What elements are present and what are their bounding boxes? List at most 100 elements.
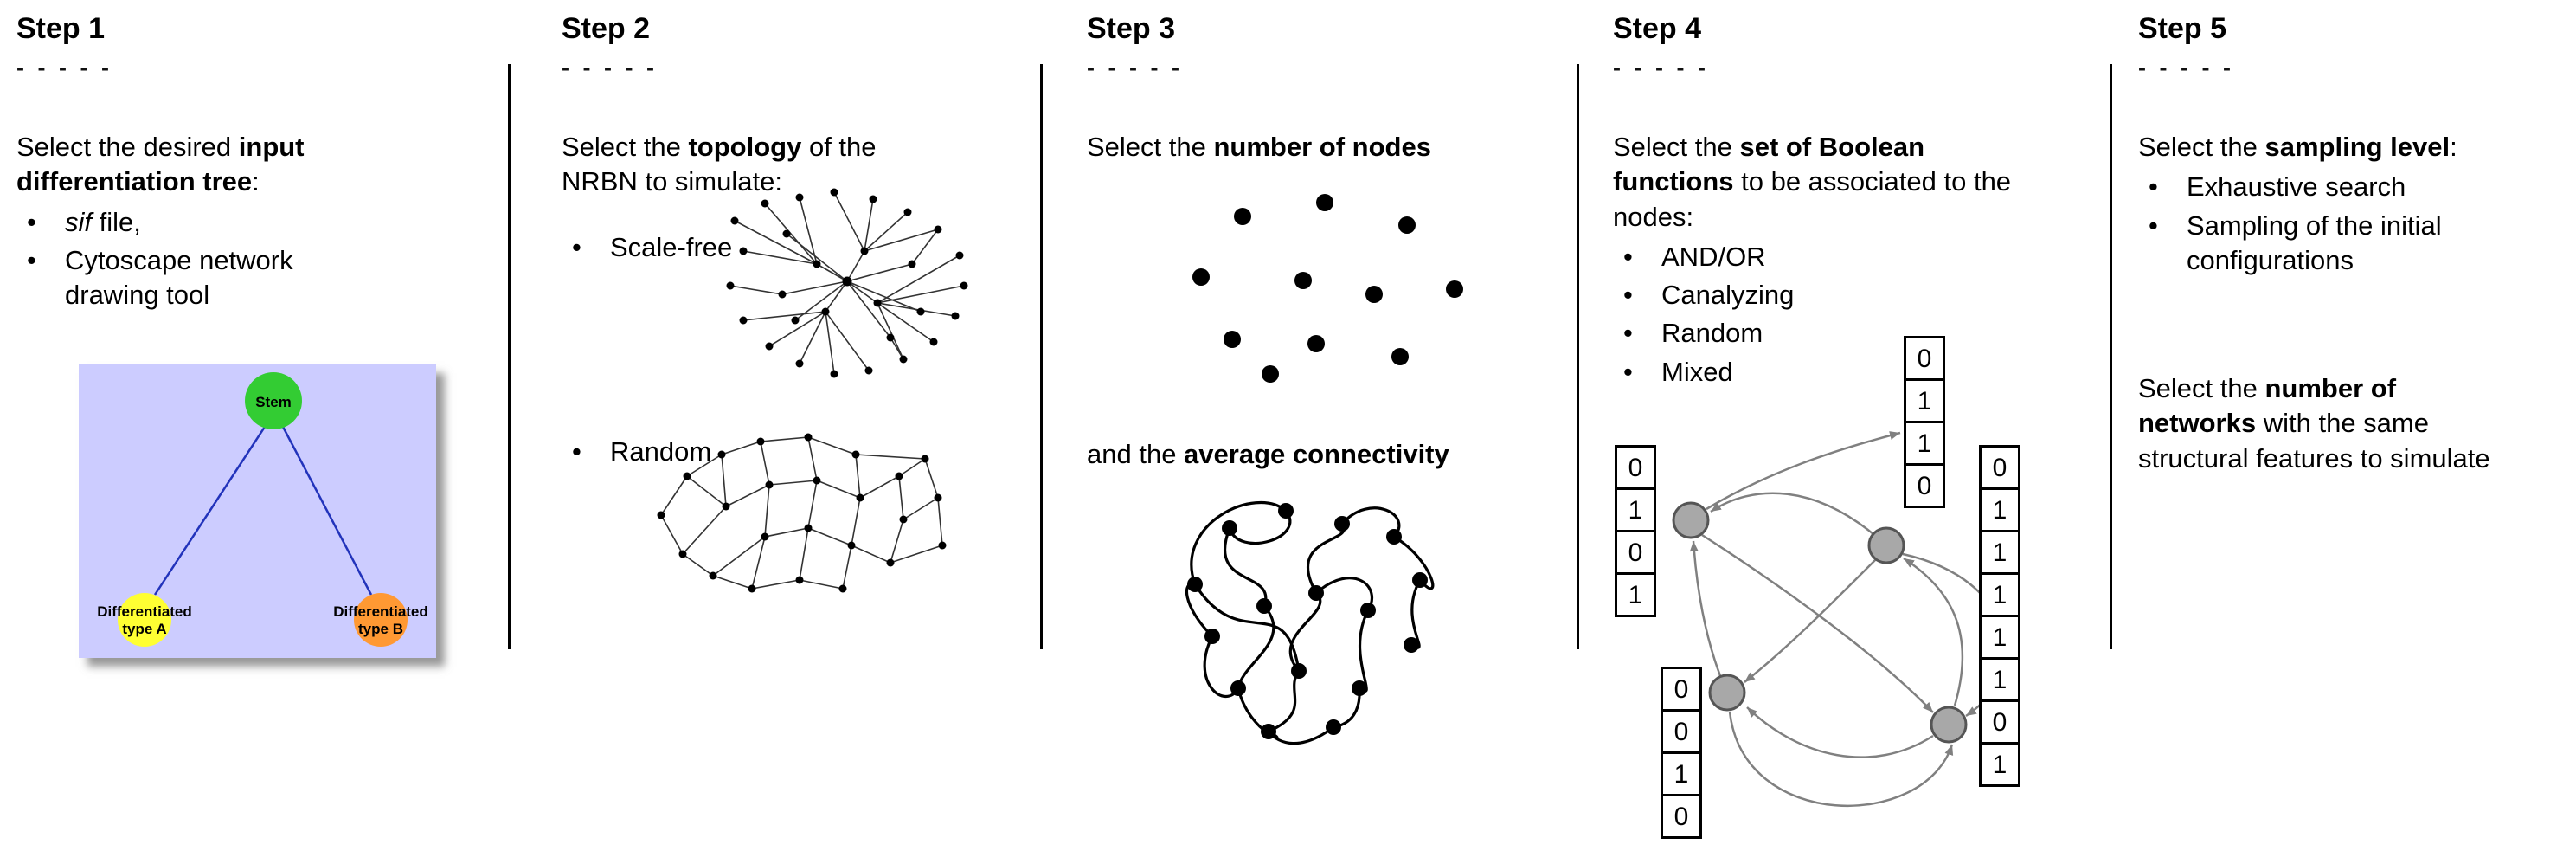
connectivity-heading: and the average connectivity xyxy=(1087,439,1449,469)
stem-node xyxy=(245,372,302,430)
step-title: Step 1 xyxy=(16,12,106,45)
step-4-bullet-list: AND/OR Canalyzing Random Mixed xyxy=(1613,240,2110,390)
truth-table-cell: 0 xyxy=(1661,709,1702,754)
bullet-text: Mixed xyxy=(1661,356,1733,387)
column-divider xyxy=(1040,64,1043,649)
step-intro: Select the sampling level: xyxy=(2138,132,2457,162)
step-3-column: Step 3 - - - - - Select the number of no… xyxy=(1087,0,1577,851)
step-intro: Select the desired input differentiation… xyxy=(16,132,305,197)
step-title: Step 4 xyxy=(1613,12,1702,45)
boolean-node xyxy=(1930,706,1968,744)
network-nodes xyxy=(1672,501,1968,744)
truth-table-bottom-left: 0 0 1 0 xyxy=(1661,667,1702,839)
truth-table-cell: 1 xyxy=(1979,530,2020,575)
truth-table-cell: 1 xyxy=(1615,487,1656,532)
step-2-column: Step 2 - - - - - Select the topology of … xyxy=(562,0,1040,851)
step-dashes: - - - - - xyxy=(1613,55,1709,81)
truth-table-cell: 1 xyxy=(1904,421,1945,466)
truth-table-cell: 1 xyxy=(1661,751,1702,796)
truth-table-cell: 0 xyxy=(1615,530,1656,575)
truth-table-cell: 0 xyxy=(1615,445,1656,490)
step-1-bullet-list: sif file, Cytoscape network drawing tool xyxy=(16,205,501,313)
tangle-nodes xyxy=(1187,503,1428,739)
truth-table-cell: 1 xyxy=(1979,487,2020,532)
random-nodes xyxy=(657,433,947,593)
bullet-text: Exhaustive search xyxy=(2187,171,2406,203)
step-intro: Select the set of Boolean functions to b… xyxy=(1613,132,2012,232)
truth-table-cell: 0 xyxy=(1979,445,2020,490)
bullet-item: Mixed xyxy=(1613,355,2110,390)
step-title: Step 2 xyxy=(562,12,651,45)
nodes-dots-graphic xyxy=(1192,194,1463,383)
nodes-heading: Select the number of nodes xyxy=(1087,132,1431,162)
truth-table-cell: 0 xyxy=(1979,699,2020,745)
step-5-bullet-list: Exhaustive search Sampling of the initia… xyxy=(2138,170,2571,278)
column-divider xyxy=(1577,64,1579,649)
bullet-text: Canalyzing xyxy=(1661,280,1795,311)
bullet-text: Random xyxy=(610,436,712,467)
truth-table-cell: 0 xyxy=(1904,336,1945,381)
bullet-item: Cytoscape network drawing tool xyxy=(16,243,501,313)
step-5-column: Step 5 - - - - - Select the sampling lev… xyxy=(2138,0,2571,851)
bullet-item: Scale-free xyxy=(562,230,838,265)
step-dashes: - - - - - xyxy=(16,55,112,81)
type-a-node xyxy=(118,593,171,648)
stem-label: Stem xyxy=(255,394,292,410)
bullet-item: sif file, xyxy=(16,205,501,240)
boolean-node xyxy=(1708,674,1746,712)
step-title: Step 3 xyxy=(1087,12,1176,45)
step-4-column: Step 4 - - - - - Select the set of Boole… xyxy=(1613,0,2110,851)
bullet-text: AND/OR xyxy=(1661,241,1766,272)
step-intro: Select the topology of the NRBN to simul… xyxy=(562,132,877,197)
random-edges xyxy=(660,436,943,590)
step-1-column: Step 1 - - - - - Select the desired inpu… xyxy=(16,0,501,851)
tree-edge-b xyxy=(281,426,373,596)
scale-free-nodes xyxy=(726,188,968,378)
boolean-network-graphic xyxy=(1672,431,2006,808)
truth-table-cell: 1 xyxy=(1979,657,2020,702)
step-dashes: - - - - - xyxy=(2138,55,2234,81)
bullet-item: Canalyzing xyxy=(1613,278,2110,313)
tree-edge-a xyxy=(153,426,267,596)
type-a-label-line1: Differentiated xyxy=(97,603,192,620)
scale-free-network-graphic xyxy=(726,188,968,378)
type-b-label-line2: type B xyxy=(358,621,403,637)
truth-table-cell: 1 xyxy=(1615,572,1656,617)
type-a-label-line2: type A xyxy=(122,621,166,637)
random-network-graphic xyxy=(657,433,947,593)
bullet-item: Exhaustive search xyxy=(2138,170,2571,204)
truth-table-left: 0 1 0 1 xyxy=(1615,445,1656,617)
truth-table-cell: 0 xyxy=(1904,463,1945,508)
bullet-text: Sampling of the initial configurations xyxy=(2187,210,2442,275)
bullet-text: Random xyxy=(1661,318,1763,349)
step-title: Step 5 xyxy=(2138,12,2227,45)
truth-table-cell: 1 xyxy=(1979,572,2020,617)
truth-table-cell: 1 xyxy=(1979,615,2020,660)
column-divider xyxy=(508,64,511,649)
column-divider xyxy=(2110,64,2112,649)
boolean-node xyxy=(1867,526,1905,564)
truth-table-right: 0 1 1 1 1 1 0 1 xyxy=(1979,445,2020,787)
network-arrows xyxy=(1689,431,2006,808)
differentiation-tree-graphic: Stem Differentiated type A Differentiate… xyxy=(79,364,436,659)
scale-free-edges xyxy=(729,191,965,375)
bullet-text: Cytoscape network drawing tool xyxy=(65,244,293,311)
bullet-item: Random xyxy=(1613,316,2110,351)
bullet-item: Random xyxy=(562,435,838,469)
bullet-text: sif file, xyxy=(65,206,141,237)
truth-table-cell: 0 xyxy=(1661,667,1702,712)
truth-table-cell: 1 xyxy=(1979,742,2020,787)
connectivity-tangle-graphic xyxy=(1185,501,1435,745)
step-dashes: - - - - - xyxy=(1087,55,1183,81)
type-b-label-line1: Differentiated xyxy=(333,603,428,620)
bullet-item: AND/OR xyxy=(1613,240,2110,274)
bullet-item: Sampling of the initial configurations xyxy=(2138,209,2571,279)
truth-table-top: 0 1 1 0 xyxy=(1904,336,1945,508)
type-b-node xyxy=(354,593,408,648)
truth-table-cell: 0 xyxy=(1661,794,1702,839)
step-dashes: - - - - - xyxy=(562,55,658,81)
truth-table-cell: 1 xyxy=(1904,378,1945,423)
bullet-text: Scale-free xyxy=(610,232,733,262)
